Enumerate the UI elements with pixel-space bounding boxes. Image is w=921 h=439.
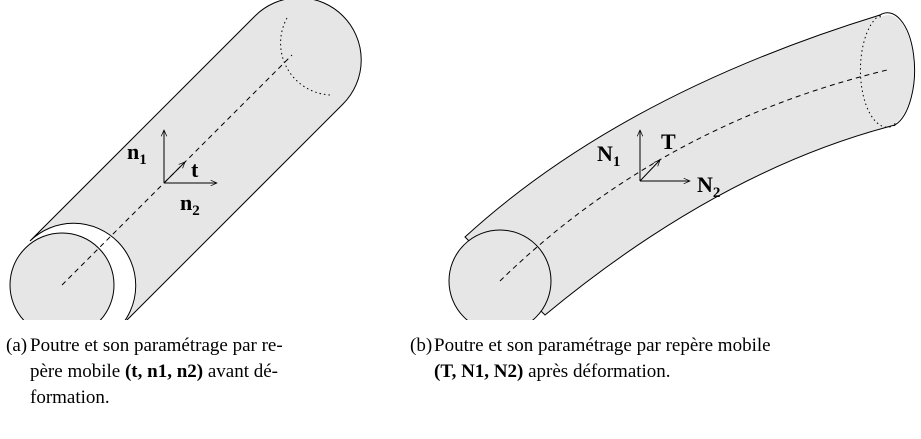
vector-N2-label: N2: [697, 172, 720, 201]
figure: n1 t n2 N1 T N2: [9, 0, 916, 320]
vector-t-label: t: [191, 157, 199, 182]
caption-a-math: (t, n1, n2): [124, 361, 204, 382]
curved-beam-axis: [499, 69, 888, 282]
caption-a: (a) Poutre et son paramétrage par re- pè…: [6, 333, 366, 411]
vector-T-arrow: [639, 160, 660, 182]
curved-beam-back-face: [862, 15, 914, 125]
curved-beam: N1 T N2: [448, 12, 916, 320]
caption-b-label: (b): [410, 335, 433, 356]
caption-b: (b) Poutre et son paramétrage par repère…: [410, 333, 920, 385]
curved-beam-front-face: [448, 229, 552, 320]
caption-a-label: (a): [6, 335, 28, 356]
straight-beam-front-face: [9, 232, 115, 320]
caption-b-line-1: Poutre et son paramétrage par repère mob…: [434, 335, 771, 356]
straight-beam-back-face-hidden: [280, 17, 332, 96]
caption-a-line-3: formation.: [30, 387, 110, 408]
caption-b-line-2: (T, N1, N2) après déformation.: [410, 359, 920, 385]
caption-a-line-1: Poutre et son paramétrage par re-: [30, 335, 283, 356]
caption-b-math: (T, N1, N2): [434, 361, 524, 382]
straight-beam: n1 t n2: [9, 0, 362, 320]
curved-beam-back-outline: [879, 12, 916, 126]
caption-a-line-2-post: avant dé-: [203, 361, 278, 382]
vector-n2-label: n2: [180, 190, 200, 219]
caption-a-line-2: père mobile (t, n1, n2) avant dé-: [6, 359, 366, 385]
caption-a-line-2-pre: père mobile: [30, 361, 125, 382]
straight-beam-body: [29, 0, 362, 320]
vector-N1-label: N1: [597, 141, 620, 170]
vector-n1-label: n1: [127, 139, 147, 168]
vector-T-label: T: [661, 129, 676, 154]
caption-b-line-2-post: après déformation.: [523, 361, 671, 382]
vector-t-arrow: [163, 162, 185, 184]
